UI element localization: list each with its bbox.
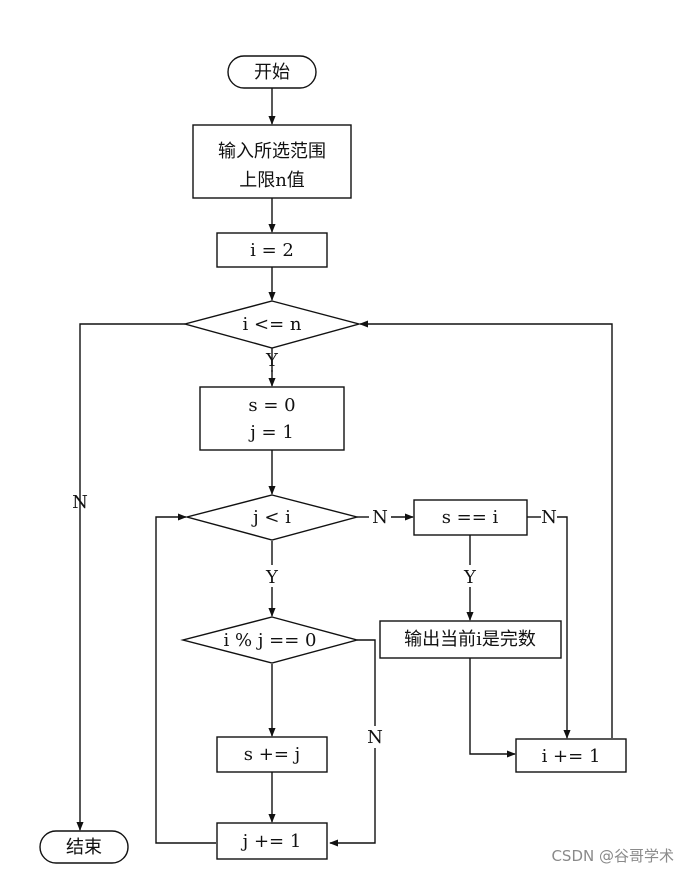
end-label: 结束 <box>66 837 102 858</box>
input-label-line1: 输入所选范围 <box>218 141 326 162</box>
edge-label-s-eq-i-yes: Y <box>463 567 477 588</box>
edge-label-cond-j-no: N <box>372 507 388 528</box>
cond-j-lt-i-label: j < i <box>251 507 291 528</box>
j-inc-process: j += 1 <box>216 822 328 860</box>
edge-cond-n-no-to-end <box>76 323 185 831</box>
output-label: 输出当前i是完数 <box>404 629 536 650</box>
j-inc-label: j += 1 <box>241 831 302 852</box>
edge-label-cond-n-yes: Y <box>265 350 279 371</box>
init-i-label: i = 2 <box>250 240 294 261</box>
cond-s-eq-i-label: s == i <box>442 507 499 528</box>
i-inc-process: i += 1 <box>515 738 627 773</box>
output-process: 输出当前i是完数 <box>379 620 562 659</box>
input-process: 输入所选范围 上限n值 <box>192 124 352 199</box>
input-label-line2: 上限n值 <box>239 170 305 191</box>
cond-j-lt-i-decision: j < i <box>184 494 360 541</box>
edge-i-inc-loop-back <box>359 320 613 738</box>
cond-i-le-n-decision: i <= n <box>182 300 362 349</box>
connectors <box>76 88 613 847</box>
watermark: CSDN @谷哥学术 <box>551 847 674 865</box>
edge-s-eq-i-no-to-i-inc <box>557 516 571 739</box>
edge-label-cond-j-yes: Y <box>265 567 279 588</box>
edge-cond-mod-no-to-j-inc <box>357 639 376 726</box>
edge-label-s-eq-i-no: N <box>541 507 557 528</box>
edge-label-cond-n-no: N <box>72 492 88 513</box>
cond-mod-decision: i % j == 0 <box>180 616 360 664</box>
start-terminal: 开始 <box>227 55 317 89</box>
cond-mod-label: i % j == 0 <box>224 630 317 651</box>
i-inc-label: i += 1 <box>542 746 601 767</box>
edge-j-inc-loop-back <box>155 513 216 844</box>
edge-output-to-i-inc <box>469 658 516 758</box>
s-add-j-label: s += j <box>244 744 300 765</box>
edge-label-cond-mod-no: N <box>367 727 383 748</box>
cond-i-le-n-label: i <= n <box>243 314 302 335</box>
init-j-label: j = 1 <box>248 422 294 443</box>
init-i-process: i = 2 <box>216 232 328 268</box>
end-terminal: 结束 <box>39 830 129 864</box>
s-add-j-process: s += j <box>216 736 328 773</box>
init-s-label: s = 0 <box>248 395 295 416</box>
start-label: 开始 <box>254 62 290 83</box>
edge-cond-mod-no-arrow <box>329 748 376 847</box>
cond-s-eq-i-process: s == i <box>413 499 528 536</box>
init-s-j-process: s = 0 j = 1 <box>199 386 345 451</box>
